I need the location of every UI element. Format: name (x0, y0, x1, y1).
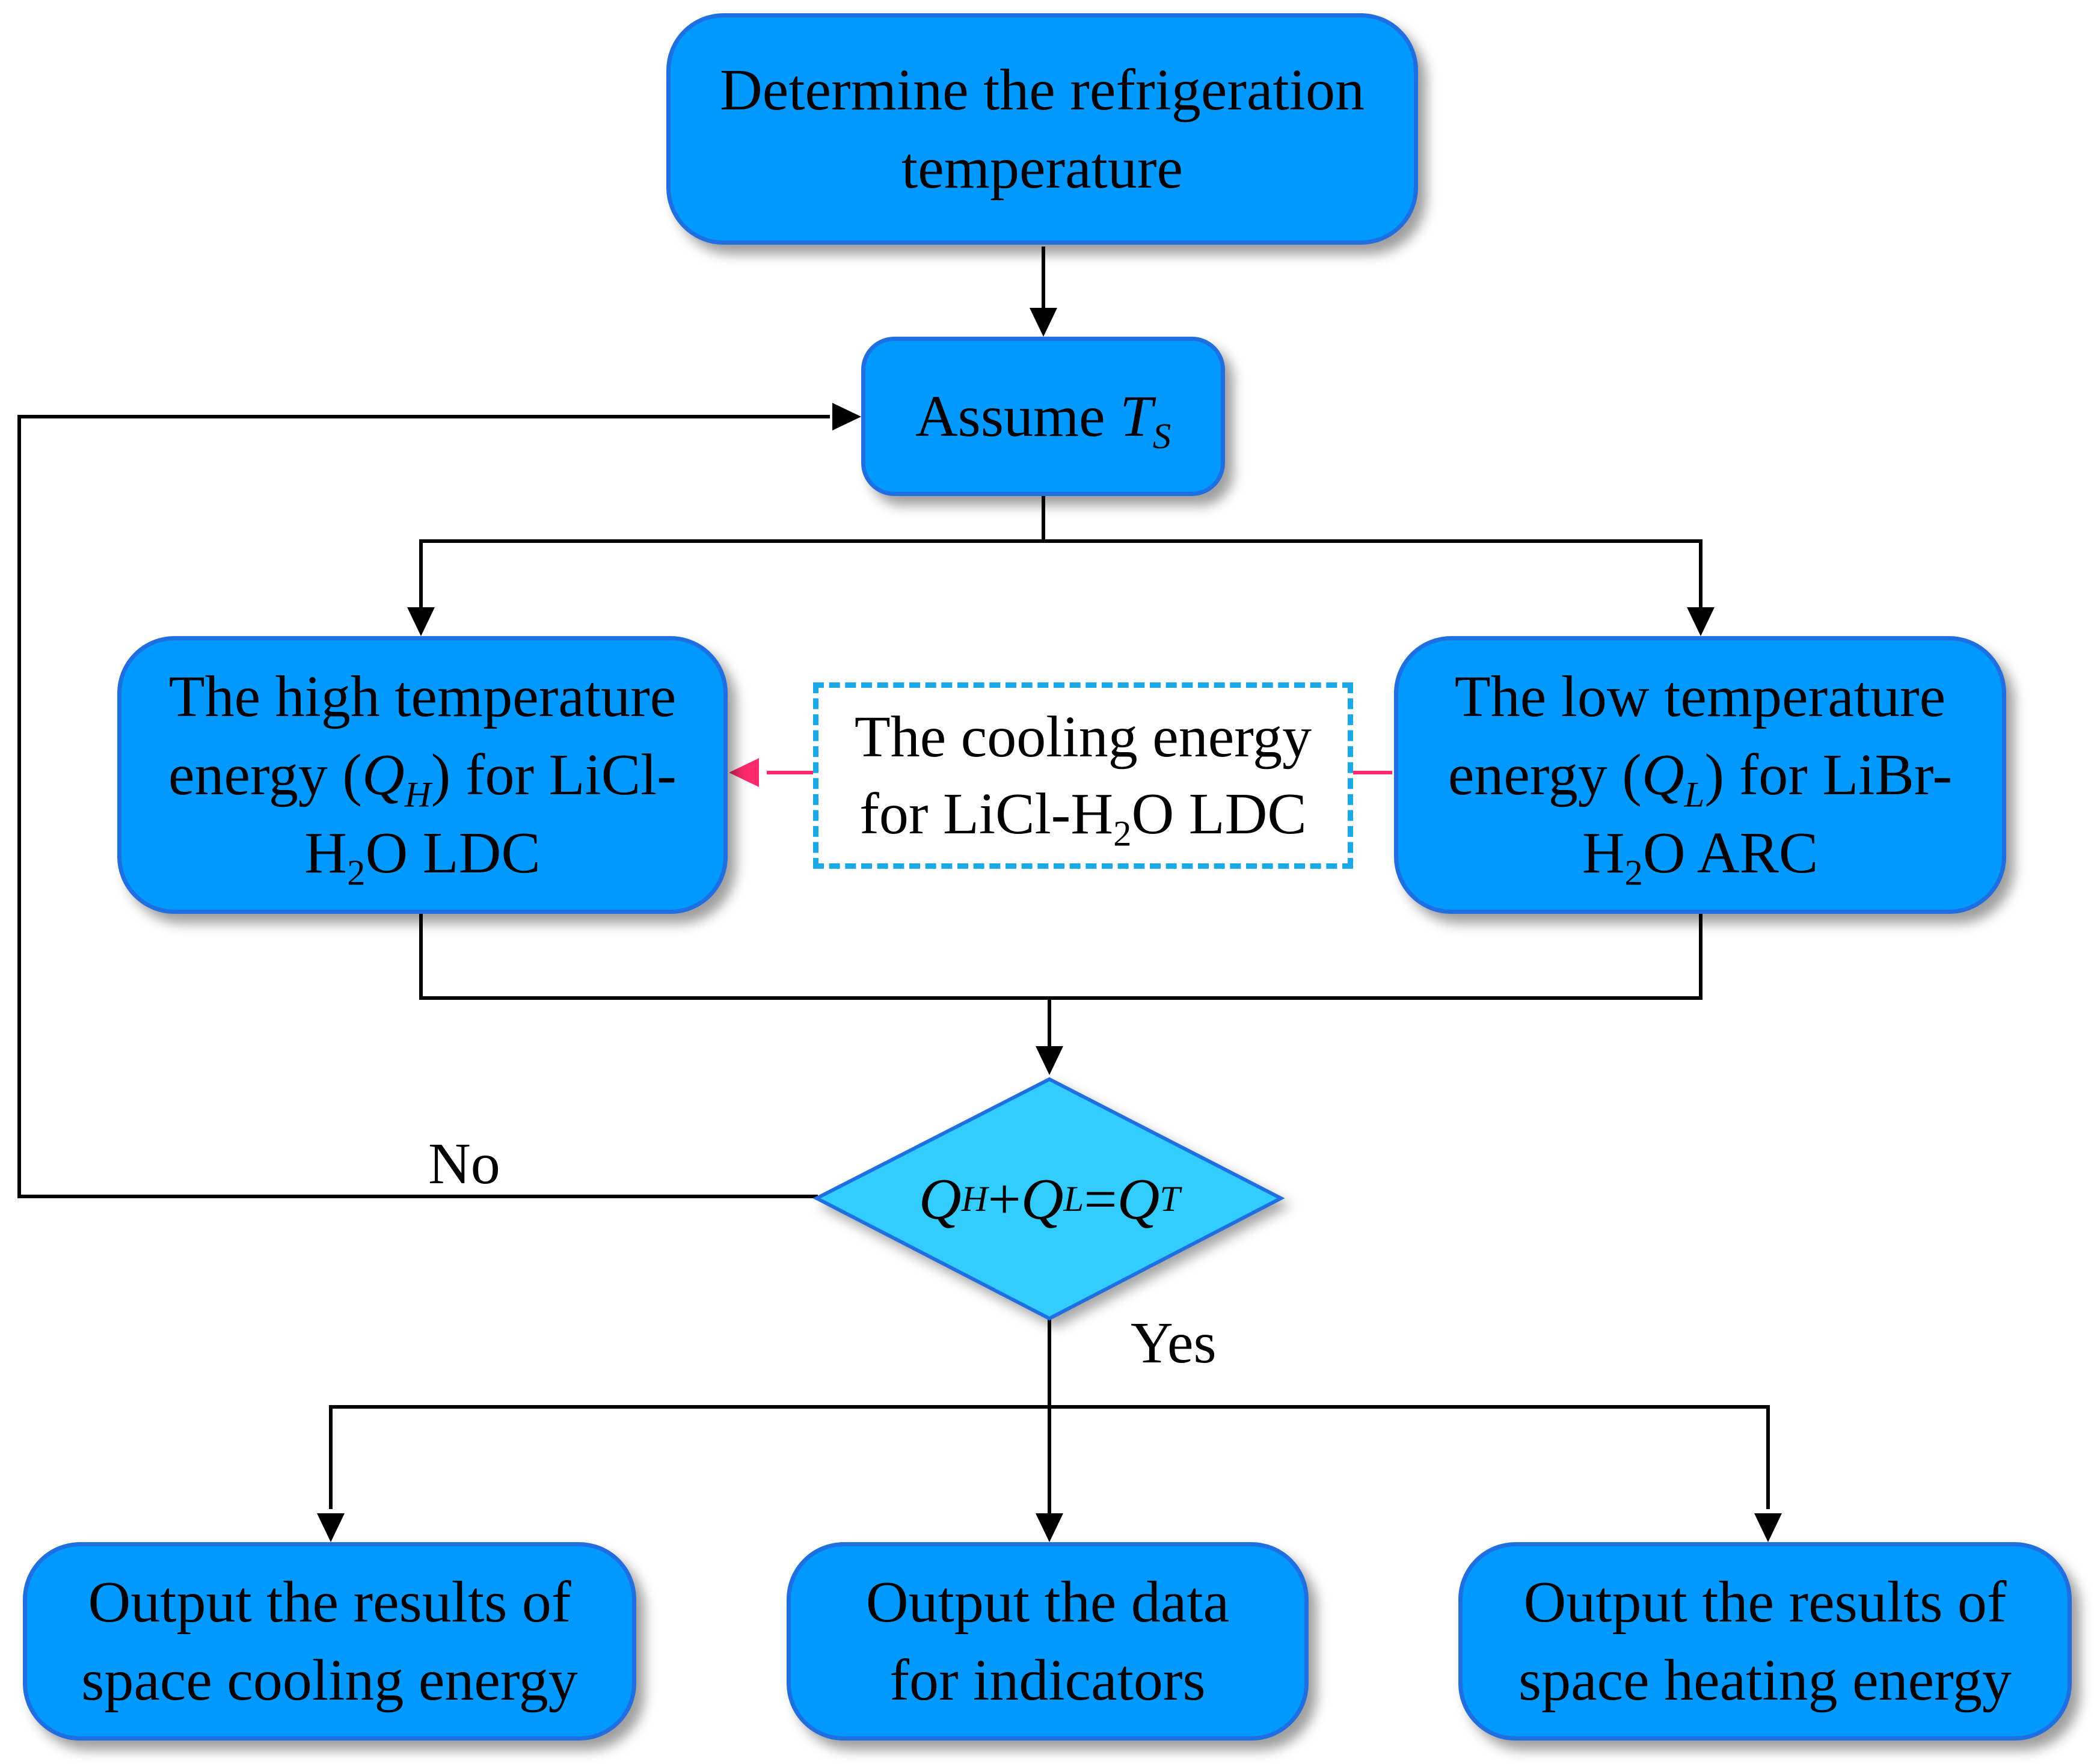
edge-no-loop (17, 415, 830, 1198)
edge-label-no: No (428, 1132, 500, 1196)
note-cooling-energy: The cooling energy for LiCl-H2O LDC (813, 682, 1353, 869)
subscript-2: 2 (1624, 853, 1643, 893)
subscript-s: S (1152, 416, 1171, 457)
node-text-line: The high temperature (168, 664, 677, 729)
text-segment: O LDC (1131, 782, 1307, 847)
subscript-h: H (404, 774, 431, 815)
subscript-2: 2 (347, 853, 366, 893)
node-text-line: Output the results of (1523, 1570, 2007, 1635)
subscript-2: 2 (1113, 813, 1132, 854)
node-output-space-heating: Output the results of space heating ener… (1458, 1542, 2072, 1741)
variable-q: Q (1021, 1167, 1064, 1232)
node-text-line: for indicators (889, 1648, 1206, 1713)
edge-high-join (419, 914, 1703, 1000)
edge-assume-split (419, 496, 1045, 607)
node-text-line: Output the results of (88, 1570, 571, 1635)
operator-plus: + (987, 1167, 1021, 1232)
node-text-line: temperature (901, 135, 1183, 201)
text-segment: energy ( (1448, 743, 1642, 807)
node-output-indicator-data: Output the data for indicators (787, 1542, 1309, 1741)
node-high-temperature-energy: The high temperature energy (QH) for LiC… (117, 636, 728, 914)
text-segment: O ARC (1642, 821, 1819, 886)
text-segment: O LDC (365, 821, 541, 886)
node-text-line: Output the data (865, 1570, 1230, 1635)
node-text-line: Assume TS (915, 378, 1171, 456)
node-text-line: energy (QH) for LiCl- (168, 736, 677, 814)
text-segment: H (1582, 821, 1625, 886)
arrowhead-out-heating (1754, 1513, 1782, 1542)
variable-q: Q (362, 743, 405, 807)
edge-split-right (1043, 539, 1703, 607)
text-segment: ) for LiBr- (1704, 743, 1953, 807)
variable-q: Q (918, 1167, 962, 1232)
node-output-space-cooling: Output the results of space cooling ener… (23, 1542, 636, 1741)
decision-diamond (812, 1077, 1285, 1321)
text-segment: ) for LiCl- (431, 743, 677, 807)
node-text-line: energy (QL) for LiBr- (1448, 736, 1952, 814)
arrowhead-loop (832, 403, 861, 430)
arrowhead-out-data (1036, 1513, 1063, 1542)
node-text-line: space cooling energy (81, 1648, 578, 1713)
assume-label: Assume (915, 384, 1120, 449)
arrowhead-cooling-transfer (729, 758, 759, 787)
node-text-line: H2O ARC (1582, 814, 1819, 892)
text-segment: energy ( (168, 743, 363, 807)
text-segment: H (304, 821, 348, 886)
variable-q: Q (1641, 743, 1684, 807)
node-text-line: H2O LDC (304, 814, 540, 892)
arrowhead-high (407, 607, 435, 636)
subscript-l: L (1684, 774, 1705, 815)
node-low-temperature-energy: The low temperature energy (QL) for LiBr… (1394, 636, 2006, 914)
arrowhead-assume (1030, 308, 1057, 337)
arrowhead-low (1687, 607, 1715, 636)
variable-t: T (1120, 384, 1153, 449)
variable-q: Q (1117, 1167, 1160, 1232)
node-text-line: The low temperature (1454, 664, 1946, 729)
node-determine-temperature: Determine the refrigeration temperature (666, 13, 1418, 245)
arrowhead-out-cooling (317, 1513, 345, 1542)
note-text-line: The cooling energy (854, 705, 1312, 770)
node-text-line: space heating energy (1518, 1648, 2012, 1713)
note-text-line: for LiCl-H2O LDC (859, 776, 1307, 853)
text-segment: for LiCl-H (859, 782, 1114, 847)
edge-label-yes: Yes (1131, 1311, 1217, 1376)
node-assume-ts: Assume TS (861, 337, 1225, 496)
arrowhead-decision (1036, 1046, 1063, 1075)
node-text-line: Determine the refrigeration (719, 57, 1365, 123)
operator-equals: = (1084, 1167, 1117, 1232)
